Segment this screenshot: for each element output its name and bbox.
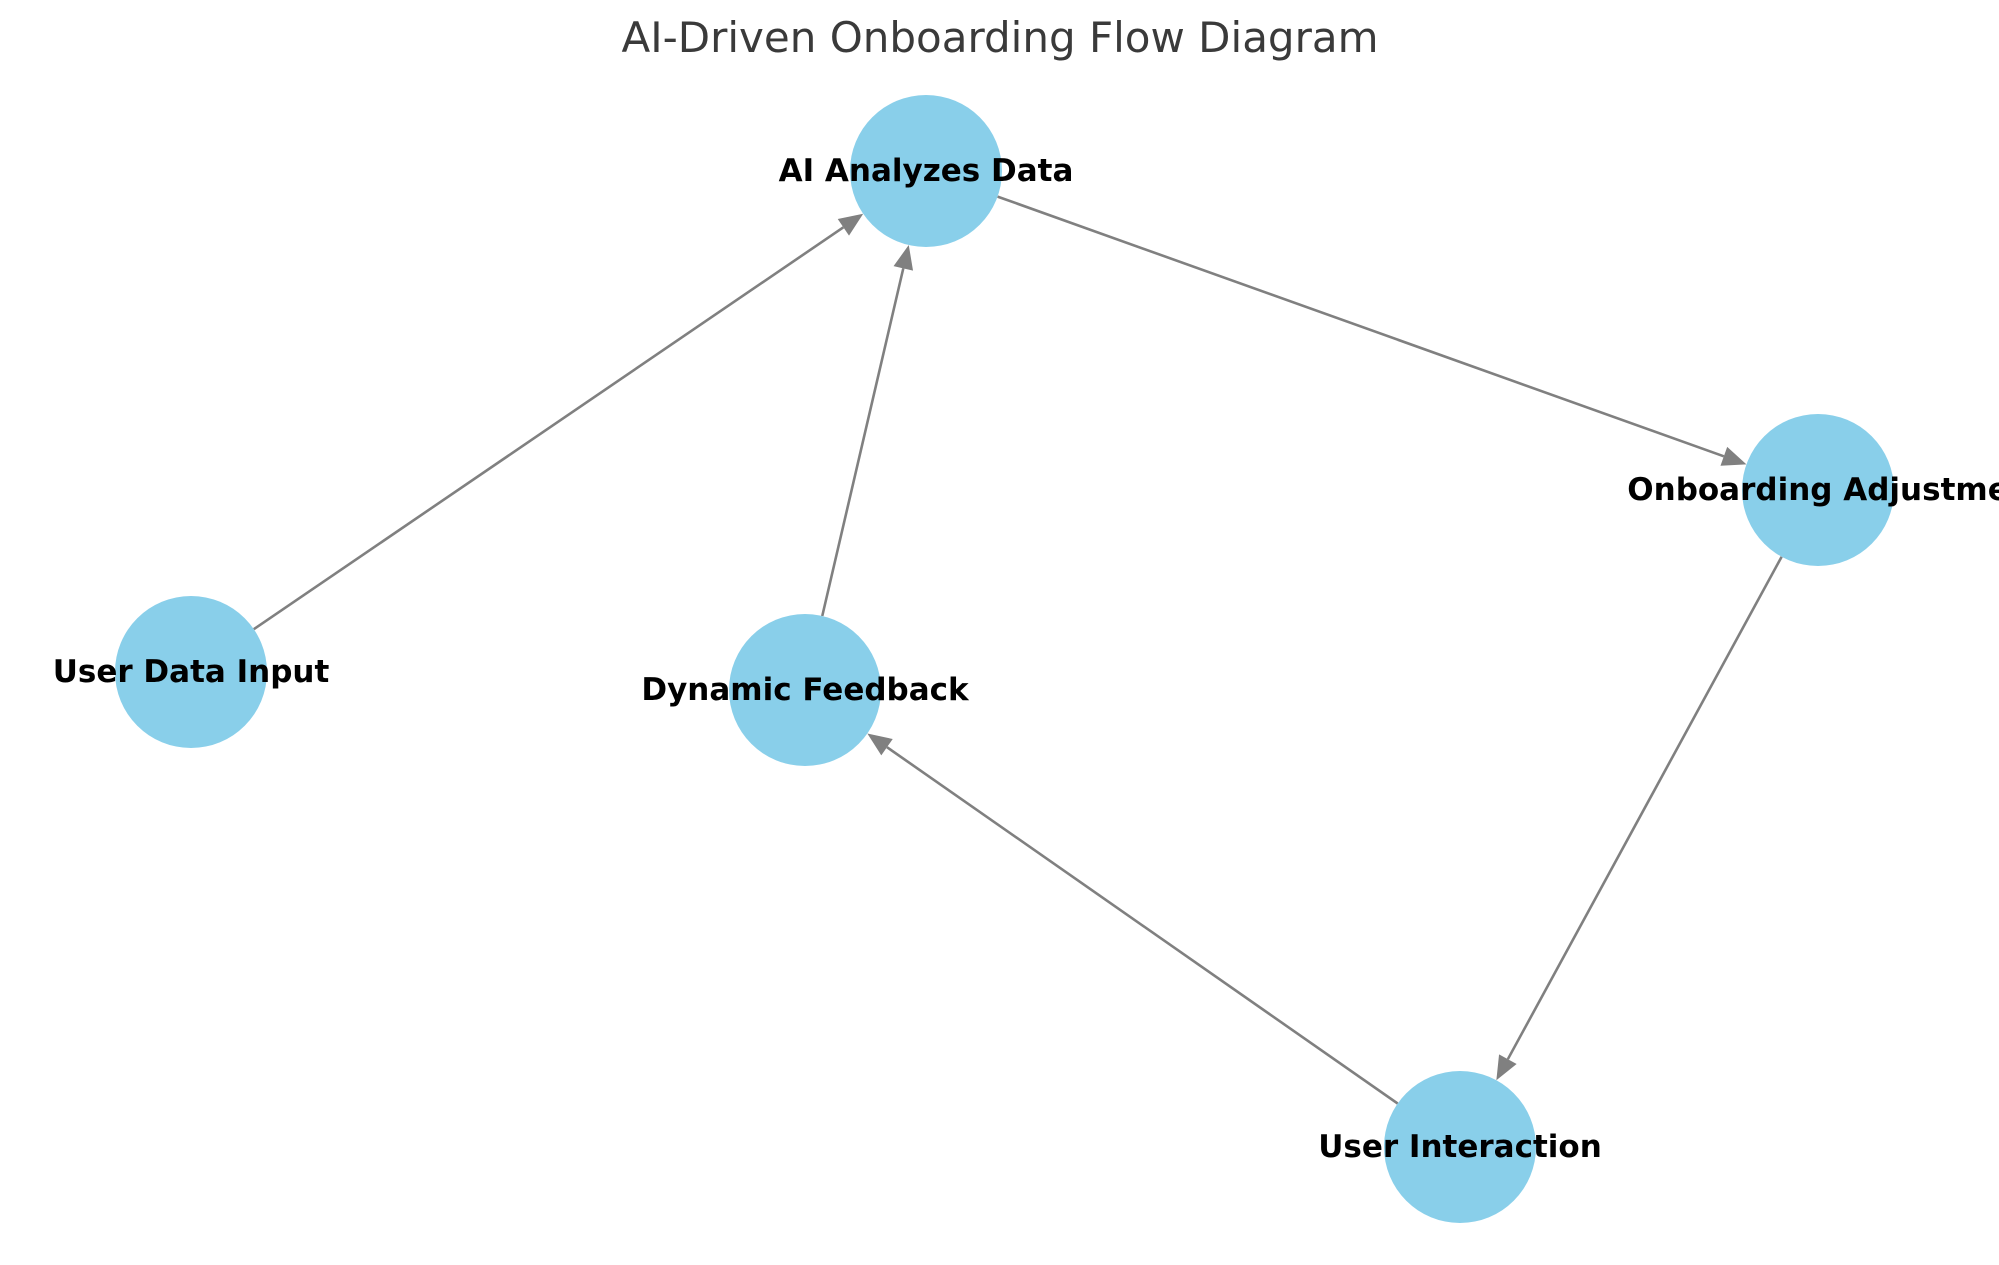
node-label: User Data Input bbox=[53, 654, 330, 690]
arrowhead bbox=[1496, 1054, 1517, 1081]
edges bbox=[253, 195, 1783, 1105]
node-label: User Interaction bbox=[1318, 1129, 1602, 1165]
edge-line bbox=[1506, 556, 1783, 1060]
arrowhead bbox=[837, 213, 864, 236]
node-circle bbox=[729, 614, 881, 766]
arrowhead bbox=[893, 245, 914, 271]
edge-dynamic-feedback-to-ai-analyzes-data bbox=[820, 245, 914, 617]
node-label: Onboarding Adjustme bbox=[1627, 472, 1999, 508]
node-circle bbox=[115, 596, 267, 748]
node-dynamic-feedback[interactable]: Dynamic Feedback bbox=[641, 614, 970, 766]
edge-user-interaction-to-dynamic-feedback bbox=[867, 733, 1399, 1105]
edge-user-data-input-to-ai-analyzes-data bbox=[253, 213, 864, 631]
node-circle bbox=[850, 95, 1002, 247]
node-user-data-input[interactable]: User Data Input bbox=[53, 596, 330, 748]
diagram-title: AI-Driven Onboarding Flow Diagram bbox=[621, 13, 1378, 62]
arrowhead bbox=[867, 733, 893, 756]
arrowhead bbox=[1720, 446, 1747, 466]
node-circle bbox=[1384, 1071, 1536, 1223]
node-ai-analyzes-data[interactable]: AI Analyzes Data bbox=[779, 95, 1074, 247]
node-label: AI Analyzes Data bbox=[779, 153, 1074, 189]
edge-ai-analyzes-data-to-onboarding-adjustments bbox=[997, 195, 1747, 466]
edge-line bbox=[253, 226, 845, 631]
node-label: Dynamic Feedback bbox=[641, 672, 970, 708]
node-circle bbox=[1742, 414, 1894, 566]
edge-line bbox=[997, 195, 1725, 458]
nodes: User Data Input AI Analyzes Data Dynamic… bbox=[53, 95, 1999, 1223]
edge-onboarding-adjustments-to-user-interaction bbox=[1496, 556, 1783, 1081]
node-onboarding-adjustments[interactable]: Onboarding Adjustme bbox=[1627, 414, 1999, 566]
edge-line bbox=[820, 268, 905, 617]
edge-line bbox=[886, 746, 1399, 1105]
node-user-interaction[interactable]: User Interaction bbox=[1318, 1071, 1602, 1223]
